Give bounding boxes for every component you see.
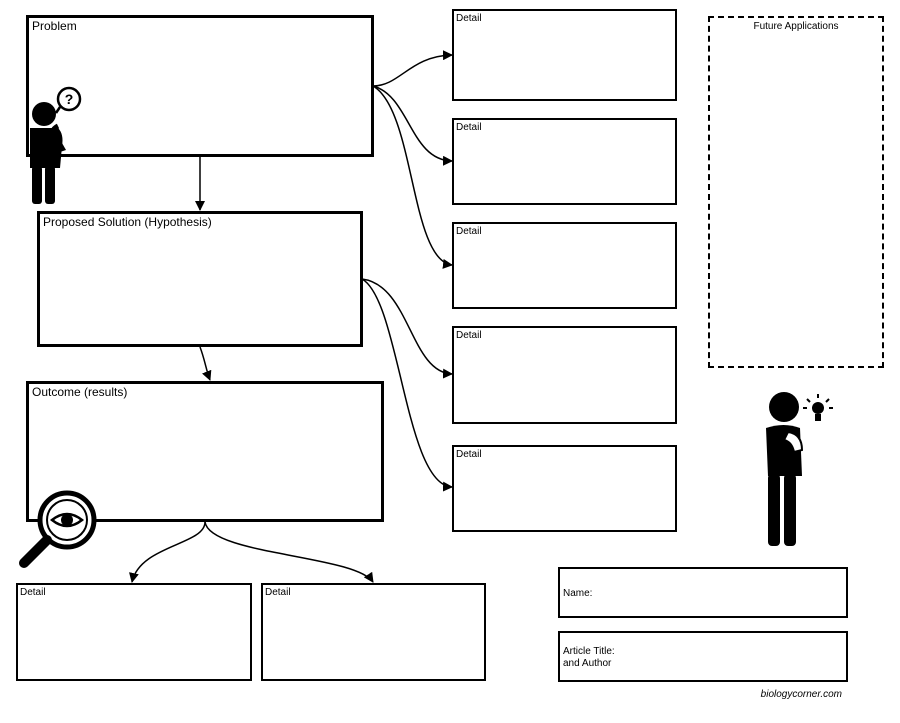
- thinking-person-question-icon: ?: [30, 86, 82, 204]
- problem-label: Problem: [32, 19, 77, 33]
- future-applications-box[interactable]: Future Applications: [708, 16, 884, 368]
- outcome-label: Outcome (results): [32, 385, 128, 399]
- hypothesis-label: Proposed Solution (Hypothesis): [43, 215, 212, 229]
- arrow-problem-to-detail-3: [372, 85, 453, 269]
- credit-text: biologycorner.com: [760, 689, 842, 700]
- detail-label: Detail: [456, 449, 482, 460]
- name-field[interactable]: Name:: [558, 567, 848, 618]
- article-field[interactable]: Article Title: and Author: [558, 631, 848, 682]
- arrow-problem-to-detail-1: [372, 50, 453, 87]
- arrow-hypothesis-to-outcome: [199, 346, 212, 381]
- person-lightbulb-icon: [766, 392, 833, 546]
- detail-box-7[interactable]: Detail: [261, 583, 486, 681]
- detail-box-3[interactable]: Detail: [452, 222, 677, 309]
- arrow-problem-to-detail-2: [372, 85, 453, 166]
- detail-label: Detail: [456, 330, 482, 341]
- name-label: Name:: [563, 588, 593, 599]
- arrow-outcome-to-detail-7: [204, 521, 374, 583]
- detail-box-6[interactable]: Detail: [16, 583, 252, 681]
- svg-text:?: ?: [65, 91, 74, 107]
- article-author-label: and Author: [563, 658, 612, 669]
- future-applications-label: Future Applications: [753, 21, 839, 32]
- hypothesis-box[interactable]: Proposed Solution (Hypothesis): [37, 211, 363, 347]
- detail-label: Detail: [265, 587, 291, 598]
- detail-label: Detail: [456, 13, 482, 24]
- article-title-label: Article Title:: [563, 646, 615, 657]
- detail-box-1[interactable]: Detail: [452, 9, 677, 101]
- detail-box-4[interactable]: Detail: [452, 326, 677, 424]
- detail-box-5[interactable]: Detail: [452, 445, 677, 532]
- arrow-hypothesis-to-detail-4: [361, 278, 453, 379]
- detail-label: Detail: [456, 122, 482, 133]
- arrow-outcome-to-detail-6: [129, 521, 206, 583]
- detail-label: Detail: [20, 587, 46, 598]
- detail-label: Detail: [456, 226, 482, 237]
- magnifying-eye-icon: [19, 490, 97, 568]
- detail-box-2[interactable]: Detail: [452, 118, 677, 205]
- problem-box[interactable]: Problem: [26, 15, 374, 157]
